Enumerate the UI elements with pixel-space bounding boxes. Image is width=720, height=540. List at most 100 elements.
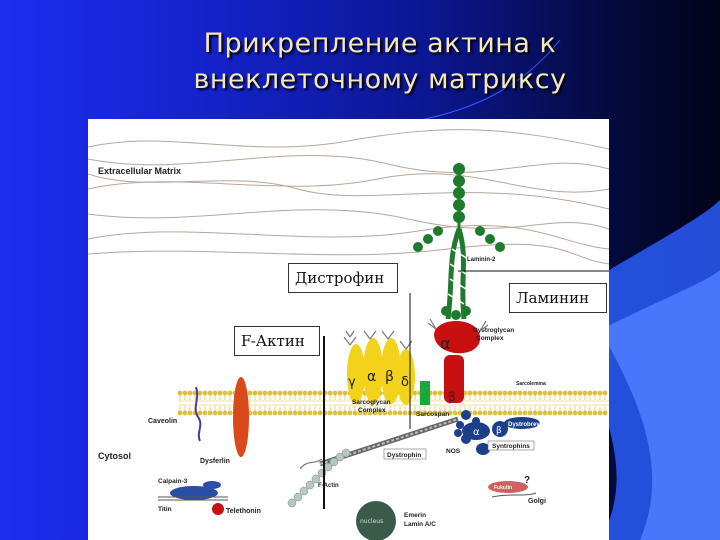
nucleus-shape: [356, 501, 396, 540]
lipid-head: [557, 410, 563, 416]
lipid-head: [177, 390, 183, 396]
lipid-head: [332, 410, 338, 416]
lipid-head: [267, 390, 273, 396]
syntrophins-label: Syntrophins: [492, 443, 530, 450]
lipid-head: [582, 410, 588, 416]
lipid-head: [202, 390, 208, 396]
telethonin-shape: [212, 503, 224, 515]
lipid-head: [587, 390, 593, 396]
lipid-head: [197, 390, 203, 396]
lipid-head: [527, 390, 533, 396]
laminin-2: [413, 163, 505, 320]
lipid-head: [257, 390, 263, 396]
lipid-head: [517, 410, 523, 416]
lipid-head: [212, 410, 218, 416]
lipid-head: [507, 410, 513, 416]
nos-label: NOS: [446, 448, 461, 455]
laminin2-label: Laminin-2: [467, 257, 496, 263]
lipid-head: [537, 390, 543, 396]
dystrobrevin-syntrophin-group: [454, 410, 540, 455]
lipid-head: [292, 410, 298, 416]
lipid-head: [557, 390, 563, 396]
lipid-head: [202, 410, 208, 416]
lipid-head: [317, 410, 323, 416]
lipid-head: [317, 390, 323, 396]
lipid-head: [577, 390, 583, 396]
lipid-head: [437, 390, 443, 396]
lipid-head: [327, 390, 333, 396]
lipid-head: [587, 410, 593, 416]
ecm-label: Extracellular Matrix: [98, 166, 181, 176]
lipid-head: [602, 410, 608, 416]
lipid-head: [327, 410, 333, 416]
lipid-head: [432, 410, 438, 416]
lipid-head: [287, 390, 293, 396]
alpha-db-label: α: [473, 427, 480, 438]
lipid-head: [527, 410, 533, 416]
lipid-head: [472, 410, 478, 416]
lipid-head: [217, 390, 223, 396]
lipid-head: [187, 390, 193, 396]
lipid-head: [512, 410, 518, 416]
lipid-head: [562, 410, 568, 416]
lipid-head: [312, 410, 318, 416]
telethonin-label: Telethonin: [226, 508, 261, 515]
lipid-head: [292, 390, 298, 396]
lipid-head: [337, 410, 343, 416]
lipid-head: [387, 410, 393, 416]
lipid-head: [352, 410, 358, 416]
lipid-head: [492, 410, 498, 416]
lipid-head: [547, 390, 553, 396]
dystrobrevin-label: Dystrobrevin: [508, 422, 545, 428]
lipid-head: [377, 410, 383, 416]
lipid-head: [427, 410, 433, 416]
caveolin-shape: [194, 386, 202, 442]
lipid-head: [272, 410, 278, 416]
lipid-head: [282, 390, 288, 396]
lipid-head: [542, 410, 548, 416]
dystrophin-label: Dystrophin: [387, 452, 421, 459]
sarcoglycan-label: Sarcoglycan: [352, 399, 391, 406]
lipid-head: [567, 410, 573, 416]
lipid-head: [312, 390, 318, 396]
alpha-dg-label: α: [440, 334, 451, 353]
lipid-head: [252, 410, 258, 416]
glycan-chains: [343, 318, 489, 350]
lipid-head: [222, 410, 228, 416]
factin-label: F-Actin: [318, 483, 339, 489]
lipid-head: [522, 410, 528, 416]
lipid-head: [502, 410, 508, 416]
question-label: ?: [524, 475, 530, 486]
lipid-head: [472, 390, 478, 396]
sarcoglycan-complex-label: Complex: [358, 407, 386, 414]
lipid-head: [247, 390, 253, 396]
lipid-head: [497, 410, 503, 416]
lipid-head: [252, 390, 258, 396]
delta-label: δ: [401, 375, 409, 390]
lipid-head: [592, 390, 598, 396]
dystroglycan-label: Dystroglycan: [473, 327, 514, 334]
lipid-head: [212, 390, 218, 396]
golgi-label: Golgi: [528, 498, 546, 505]
calpain3-label: Calpain-3: [158, 478, 188, 485]
lipid-head: [187, 410, 193, 416]
lipid-head: [262, 390, 268, 396]
lipid-head: [307, 390, 313, 396]
lipid-head: [302, 390, 308, 396]
lipid-head: [412, 410, 418, 416]
lipid-head: [357, 410, 363, 416]
lipid-head: [452, 410, 458, 416]
lipid-head: [347, 410, 353, 416]
lipid-head: [597, 390, 603, 396]
lipid-head: [277, 410, 283, 416]
alpha-sg-label: α: [367, 369, 376, 385]
slide-title: Прикрепление актина к внеклеточному матр…: [150, 26, 610, 98]
lamin-label: Lamin A/C: [404, 521, 436, 528]
diagram-panel: Extracellular Matrix Laminin-2: [88, 119, 609, 540]
lipid-head: [362, 410, 368, 416]
lipid-head: [572, 390, 578, 396]
title-line-2: внеклеточному матриксу: [193, 64, 567, 95]
sarcospan-label: Sarcospan: [416, 411, 449, 418]
lipid-head: [402, 410, 408, 416]
beta-db-label: β: [496, 426, 502, 436]
